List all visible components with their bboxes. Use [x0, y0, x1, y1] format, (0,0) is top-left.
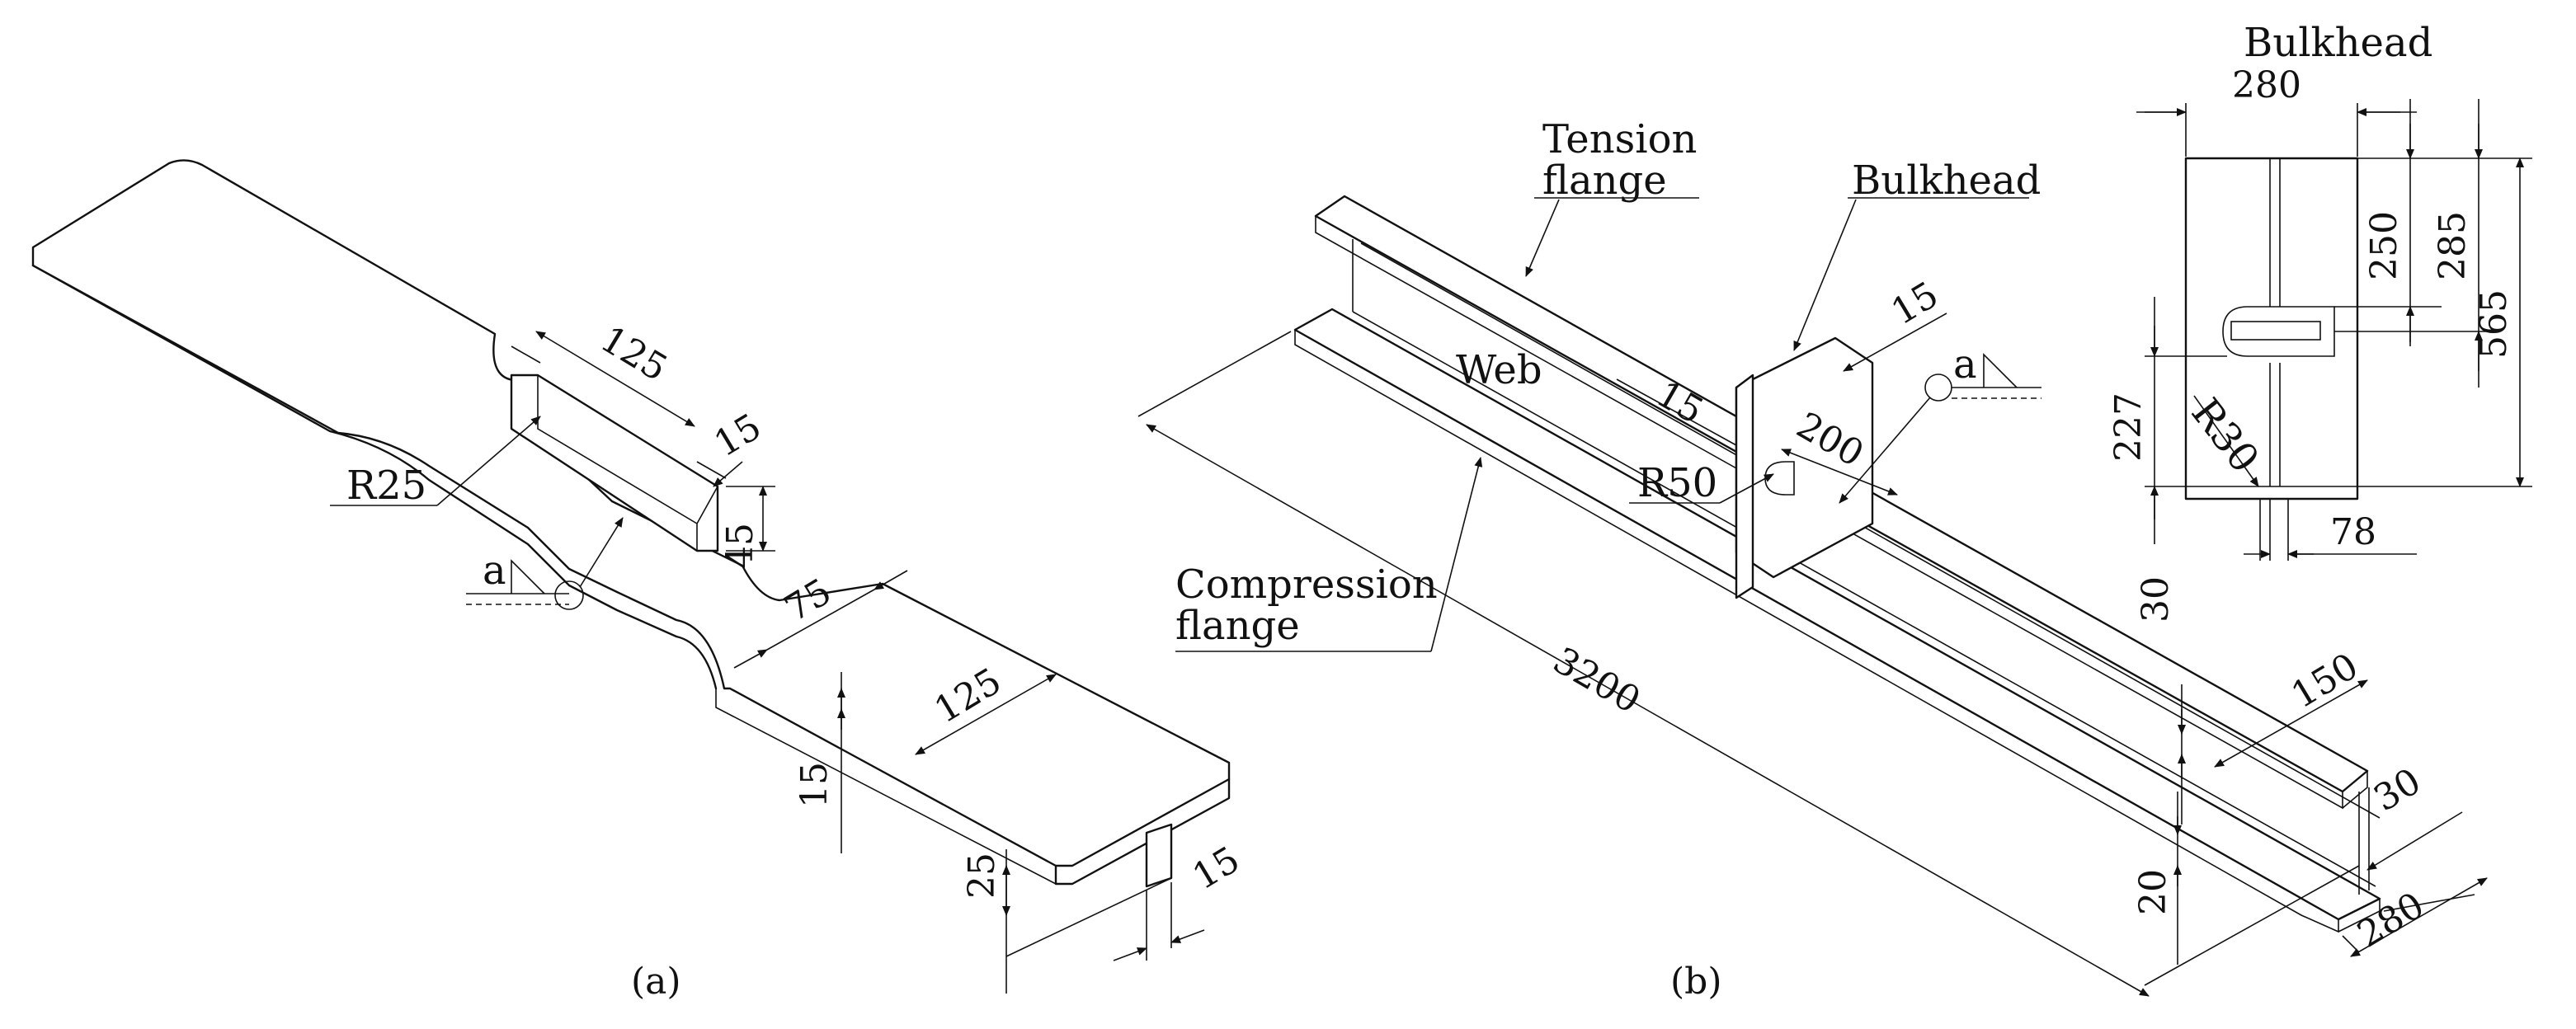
radius-r50: R50: [1637, 460, 1717, 506]
radius-r25: R25: [346, 463, 426, 509]
bulkhead-web-extension: [2259, 499, 2289, 561]
dim-d227: 227: [2107, 392, 2150, 462]
dim-line-stiffener-thickness: [713, 461, 743, 487]
bulkhead-detail-slot: [2230, 321, 2321, 341]
compression-flange-leader: [1430, 457, 1483, 652]
dim-stiffener-height: 45: [719, 523, 761, 569]
dim-stiffener-length: 125: [593, 318, 674, 390]
r50-leader: [1719, 473, 1774, 504]
specimen-plate-top: [31, 159, 1231, 867]
specimen-end-lower-edge: [715, 688, 1057, 885]
dim-line-tension-flange-width: [2214, 679, 2368, 768]
dim-bulkhead-detail-width: 280: [2232, 64, 2301, 106]
dim-stiffener-thickness: 15: [707, 406, 768, 466]
weld-label-a-right: a: [1953, 341, 1977, 388]
bulkhead-outline: [2184, 157, 2359, 500]
dim-tension-flange-thickness: 30: [2135, 576, 2177, 623]
dim-line-rib-thickness: [1113, 947, 1147, 961]
dim-length: 3200: [1547, 639, 1647, 721]
label-tension-flange-1: Tension: [1542, 116, 1697, 162]
tension-flange-leader: [1525, 199, 1560, 277]
weld-symbol-a-left: a: [466, 517, 624, 610]
weld-symbol-a-right: a: [1839, 341, 2041, 504]
dim-web-gap: 30: [2366, 760, 2428, 820]
caption-b: (b): [1670, 961, 1722, 1003]
bulkhead-leader: [1793, 199, 1857, 351]
dim-compression-flange-thickness: 20: [2132, 869, 2174, 915]
bulkhead-detail-title: Bulkhead: [2244, 20, 2432, 66]
label-tension-flange-2: flange: [1542, 157, 1667, 204]
dim-line-stiffener-length: [535, 331, 695, 427]
dim-line-bulkhead-width: [1781, 449, 1898, 496]
dim-line-bulkhead-thickness: [1843, 312, 1947, 372]
bulkhead-web-lines: [2269, 158, 2281, 486]
dim-rib-thickness: 15: [1185, 839, 1246, 899]
caption-a: (a): [631, 961, 681, 1003]
dim-rib-height: 25: [961, 853, 1003, 899]
r30-leader: [2193, 395, 2259, 487]
dim-tension-flange-width: 150: [2284, 645, 2365, 717]
bulkhead-detail: Bulkhead 280 250 285 565: [2107, 20, 2532, 561]
dim-line-neck-width: [874, 570, 908, 590]
dim-bulkhead-height: 565: [2473, 289, 2515, 359]
beam-end-web: [2358, 787, 2370, 895]
label-bulkhead: Bulkhead: [1852, 157, 2041, 204]
bottom-rib: [1145, 823, 1173, 888]
dim-line-compression-flange-width: [2350, 877, 2488, 957]
dim-line-web-gap: [2366, 811, 2463, 871]
dim-d78: 78: [2330, 511, 2376, 553]
specimen-plate-edge: [31, 264, 718, 690]
dim-plate-thickness: 15: [794, 762, 836, 808]
weld-label-a-left: a: [483, 547, 506, 594]
label-compression-flange-2: flange: [1175, 603, 1300, 649]
dim-bulkhead-thickness: 15: [1884, 274, 1945, 334]
label-web: Web: [1456, 347, 1542, 393]
dim-d250: 250: [2363, 211, 2405, 280]
dim-line-length: [1146, 424, 2150, 997]
dim-line-end-width: [915, 674, 1057, 755]
bulkhead-detail-cutout: [2222, 306, 2335, 357]
panel-a-specimen: 125 15 45 75 125 15 25 15: [31, 159, 1247, 1003]
dim-d285: 285: [2432, 211, 2474, 280]
r25-leader: [436, 416, 541, 506]
